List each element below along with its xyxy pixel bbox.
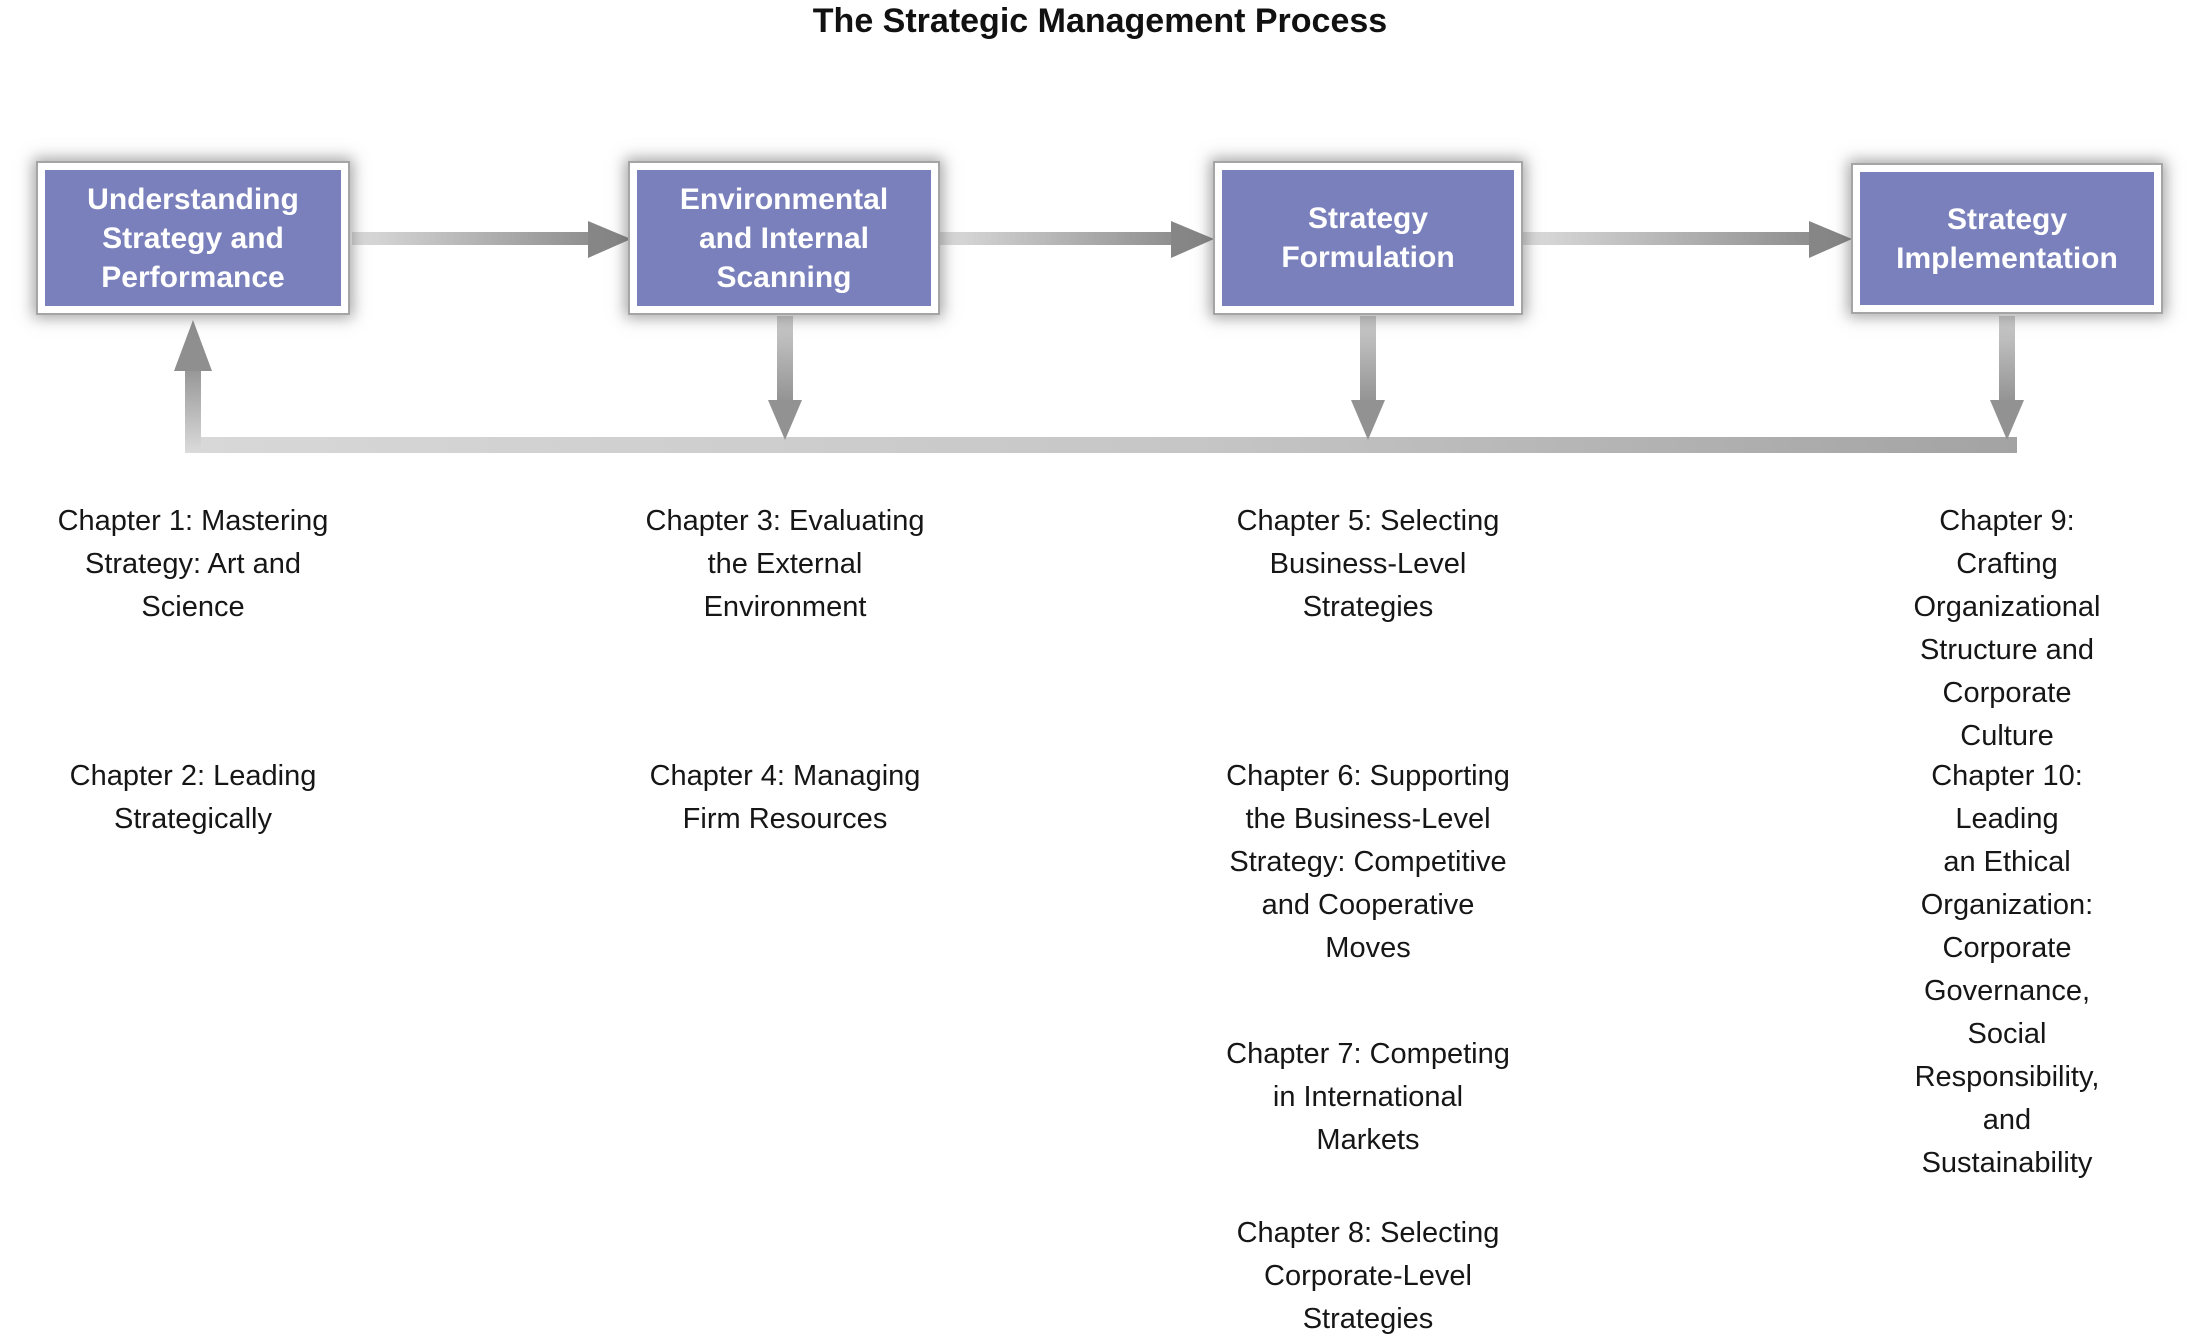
arrow-down-icon-step4 <box>1990 316 2024 440</box>
chapter-2-label: Chapter 2: Leading Strategically <box>69 760 317 835</box>
process-box-label: Understanding Strategy and Performance <box>87 182 299 294</box>
arrow-down-icon-step3 <box>1351 316 1385 440</box>
chapter-10-label: Chapter 10: Leading an Ethical Organizat… <box>1914 760 2100 1179</box>
process-box-label: Strategy Implementation <box>1896 202 2118 275</box>
chapter-7-label: Chapter 7: Competing in International Ma… <box>1226 1038 1510 1156</box>
process-box-label: Strategy Formulation <box>1281 202 1455 274</box>
arrow-right-icon-step2-to-step3 <box>940 221 1214 258</box>
arrow-right-icon-step1-to-step2 <box>352 221 631 258</box>
diagram-title: The Strategic Management Process <box>812 2 1388 40</box>
arrow-right-icon-step3-to-step4 <box>1523 221 1852 258</box>
arrow-down-icon-step2 <box>768 316 802 440</box>
process-box-strategy-formulation: Strategy Formulation <box>1215 163 1521 313</box>
chapter-3-label: Chapter 3: Evaluating the External Envir… <box>645 505 925 623</box>
process-box-strategy-implementation: Strategy Implementation <box>1853 165 2161 312</box>
chapter-1-label: Chapter 1: Mastering Strategy: Art and S… <box>57 505 329 623</box>
process-box-understanding-strategy: Understanding Strategy and Performance <box>38 163 348 313</box>
chapter-6-label: Chapter 6: Supporting the Business-Level… <box>1226 760 1510 964</box>
chapter-9-label: Chapter 9: Crafting Organizational Struc… <box>1913 505 2101 752</box>
arrow-up-icon-step1 <box>174 320 212 453</box>
process-box-environmental-scanning: Environmental and Internal Scanning <box>630 163 938 313</box>
process-box-label: Environmental and Internal Scanning <box>679 182 889 294</box>
chapter-5-label: Chapter 5: Selecting Business-Level Stra… <box>1236 505 1500 623</box>
chapter-8-label: Chapter 8: Selecting Corporate-Level Str… <box>1236 1217 1500 1335</box>
feedback-line <box>185 437 2017 453</box>
chapter-4-label: Chapter 4: Managing Firm Resources <box>649 760 921 835</box>
